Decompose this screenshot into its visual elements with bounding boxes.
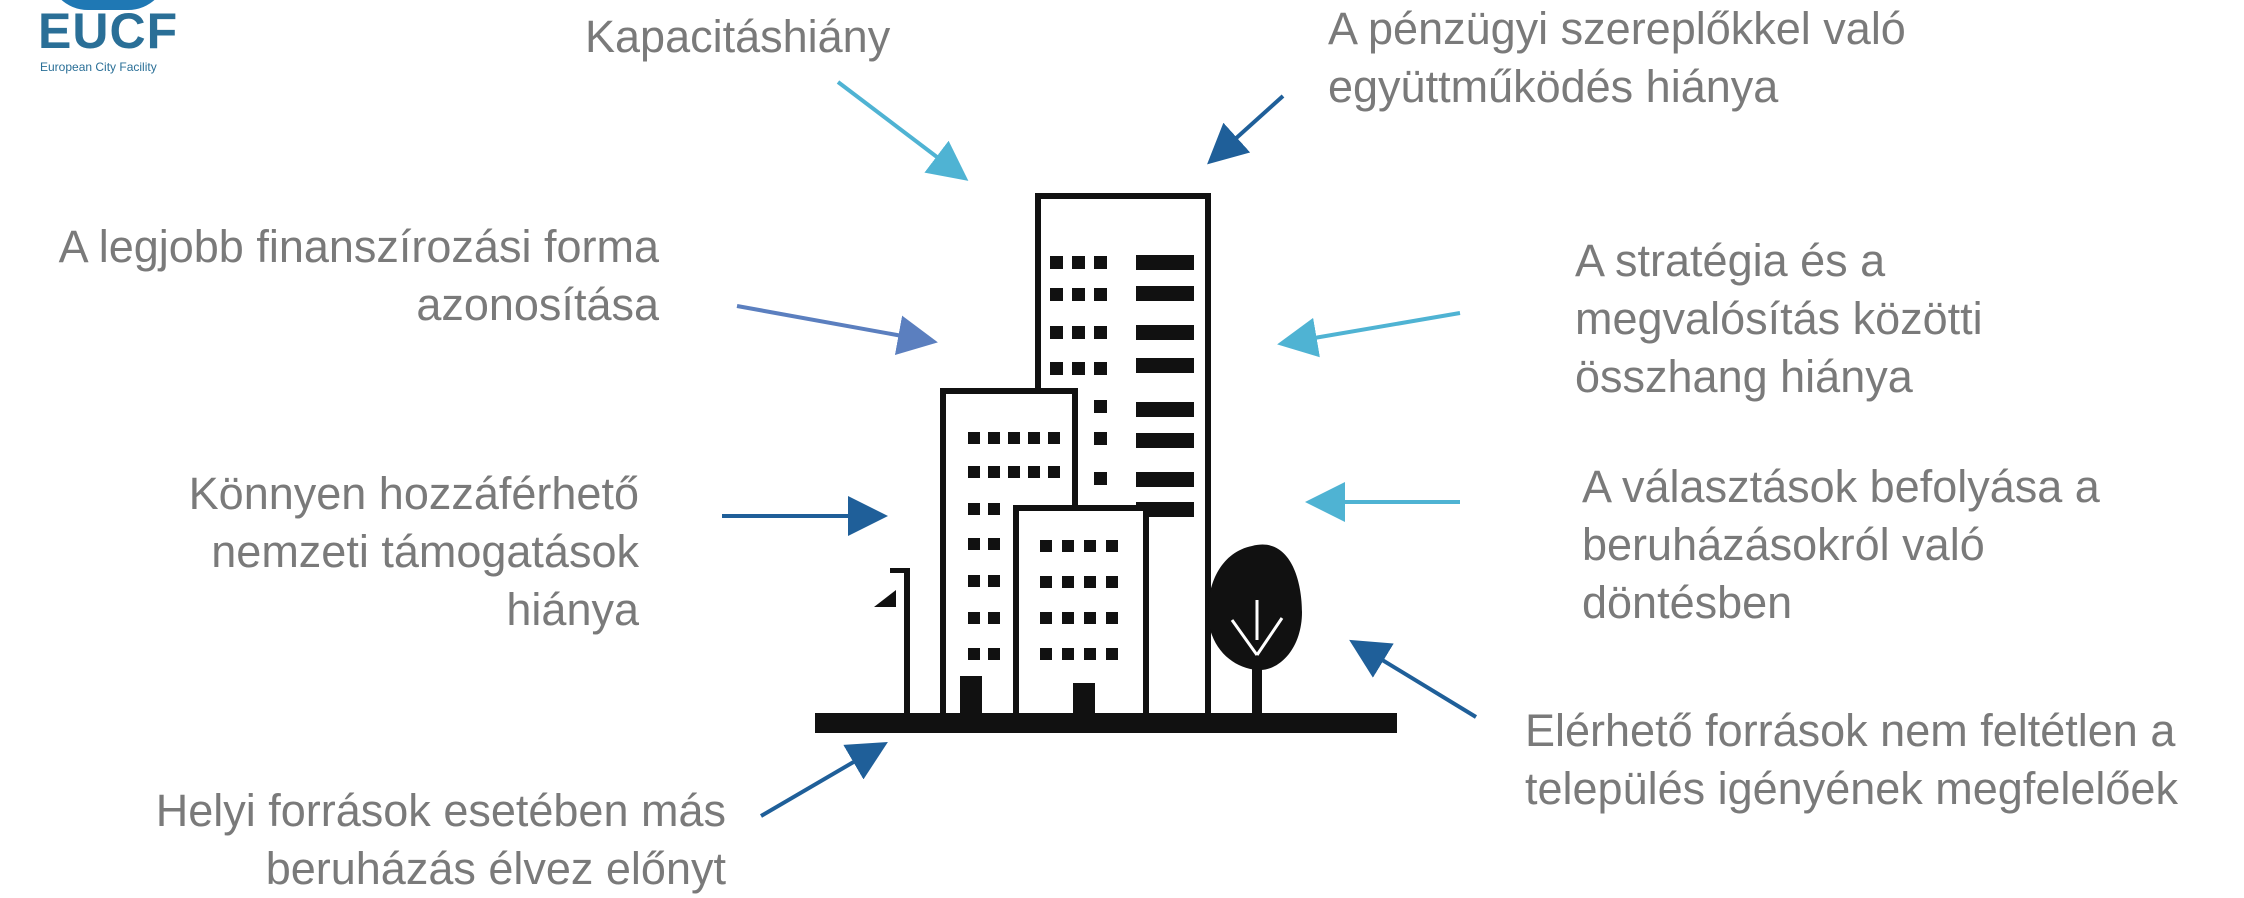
arrow-local-resources [759,741,888,818]
logo-subtitle: European City Facility [40,60,157,74]
street-lamp-icon [874,568,910,715]
arrow-best-financing [736,304,938,355]
label-local-resources: Helyi források esetében más beruházás él… [155,785,726,894]
label-elections-influence: A választások befolyása a beruházásokról… [1582,461,2100,628]
label-best-financing-form: A legjobb finanszírozási forma azonosítá… [58,221,659,330]
tree-icon [1208,544,1302,716]
label-capacity-shortage: Kapacitáshiány [585,11,891,62]
arrow-capacity [836,80,969,181]
arrow-strategy [1277,311,1461,358]
label-financial-actors-cooperation: A pénzügyi szereplőkkel való együttműköd… [1328,3,1906,112]
eucf-logo: EUCF European City Facility [30,0,220,90]
label-strategy-alignment: A stratégia és a megvalósítás közötti ös… [1575,235,1983,402]
arrow-financial-actors [1207,94,1285,165]
arrow-resources [1349,639,1478,719]
logo-name: EUCF [38,3,179,59]
logo-globe-icon [48,0,168,10]
label-resources-needs: Elérhető források nem feltétlen a telepü… [1525,705,2178,814]
label-national-grants: Könnyen hozzáférhető nemzeti támogatások… [188,468,639,635]
small-building-windows [1040,540,1118,716]
tall-building-windows [1050,255,1194,517]
middle-building-windows [960,432,1060,716]
